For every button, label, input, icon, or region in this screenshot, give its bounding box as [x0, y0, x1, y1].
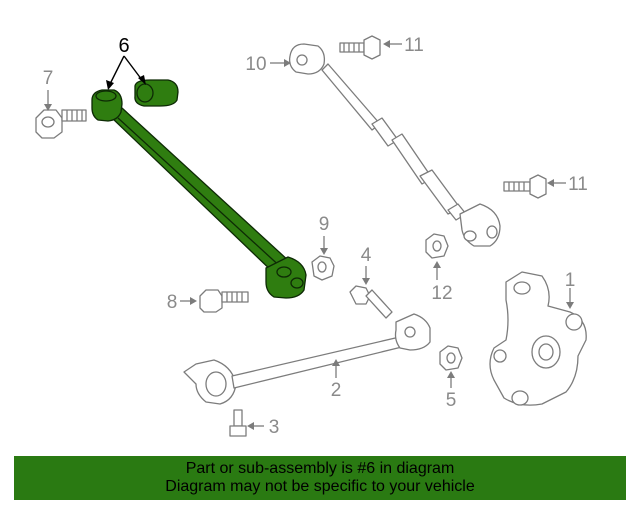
part-12-nut[interactable] [425, 233, 449, 259]
parts-diagram: 7 6 10 11 11 9 4 12 8 1 2 5 3 [35, 35, 588, 438]
part-6-bushing[interactable] [134, 79, 179, 107]
callout-4: 4 [361, 245, 372, 266]
part-2-lower-arm[interactable] [183, 313, 431, 405]
callout-7: 7 [43, 68, 54, 89]
callout-1: 1 [565, 270, 576, 291]
part-10-adjustable-rod[interactable] [288, 43, 501, 247]
banner-line-2: Diagram may not be specific to your vehi… [165, 478, 475, 495]
part-11-bolt-upper[interactable] [339, 35, 381, 60]
part-8-bolt[interactable] [199, 289, 249, 313]
part-9-nut[interactable] [311, 255, 335, 281]
callout-12: 12 [431, 283, 452, 304]
part-6-lateral-rod[interactable] [91, 89, 307, 299]
callout-9: 9 [319, 214, 330, 235]
part-5-nut[interactable] [439, 345, 463, 371]
callout-8: 8 [167, 292, 178, 313]
callout-2: 2 [331, 380, 342, 401]
part-7-bolt[interactable] [35, 109, 87, 139]
leader-lines [44, 40, 574, 430]
callout-3: 3 [269, 417, 280, 438]
callout-6: 6 [118, 35, 129, 57]
callout-11-lower: 11 [568, 174, 588, 195]
part-3-bolt[interactable] [229, 409, 247, 437]
callout-11-upper: 11 [404, 35, 424, 56]
part-1-knuckle[interactable] [489, 271, 587, 406]
callout-5: 5 [446, 390, 457, 411]
part-11-bolt-lower[interactable] [503, 174, 547, 199]
callout-10: 10 [245, 54, 266, 75]
info-banner: Part or sub-assembly is #6 in diagram Di… [14, 456, 626, 500]
banner-line-1: Part or sub-assembly is #6 in diagram [185, 460, 455, 477]
part-4-bolt[interactable] [349, 285, 393, 319]
